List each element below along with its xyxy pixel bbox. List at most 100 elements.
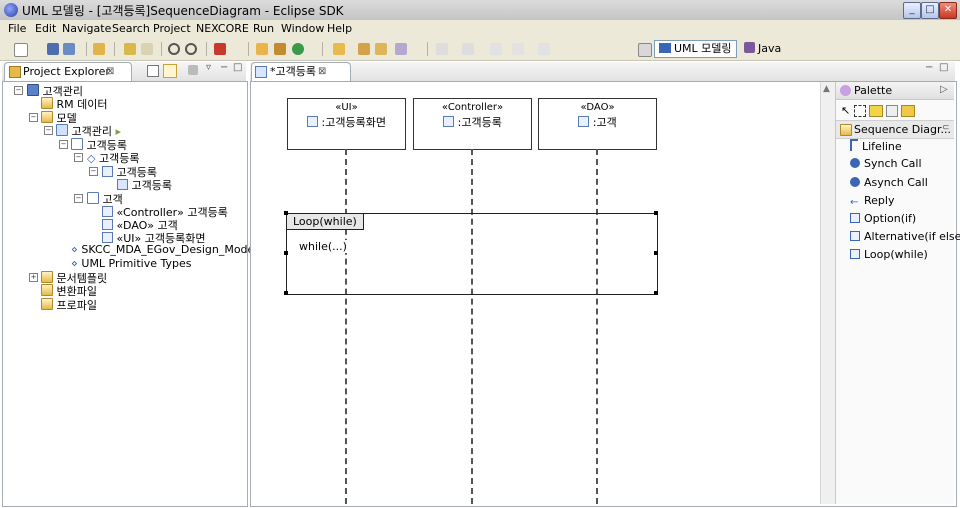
collapse-icon[interactable]: − bbox=[29, 113, 38, 122]
menu-nexcore[interactable]: NEXCORE bbox=[196, 22, 249, 35]
maximize-view-icon[interactable]: □ bbox=[233, 62, 243, 73]
zoom-out-icon[interactable] bbox=[185, 43, 197, 55]
tree-item[interactable]: 모델 bbox=[41, 110, 77, 126]
pin-icon[interactable]: ⊂ bbox=[942, 123, 950, 133]
collapse-all-icon[interactable] bbox=[147, 65, 159, 77]
lifeline-ui[interactable]: «UI» :고객등록화면 bbox=[287, 98, 406, 150]
vertical-scrollbar[interactable]: ▲ bbox=[820, 82, 835, 504]
attach-tool-icon[interactable] bbox=[901, 105, 915, 117]
link-editor-icon[interactable] bbox=[163, 64, 177, 78]
resize-handle[interactable] bbox=[654, 291, 658, 295]
scroll-up-icon[interactable]: ▲ bbox=[823, 84, 830, 94]
tree-item[interactable]: 고객 bbox=[87, 191, 123, 207]
zoom-in-icon[interactable] bbox=[168, 43, 180, 55]
search-icon[interactable] bbox=[395, 43, 407, 55]
expand-icon[interactable]: + bbox=[29, 273, 38, 282]
tree-item[interactable]: «DAO» 고객 bbox=[102, 217, 178, 233]
menu-file[interactable]: File bbox=[8, 22, 27, 35]
tab-sequence-diagram[interactable]: *고객등록 ⊠ bbox=[251, 62, 351, 81]
palette-item-lifeline[interactable]: Lifeline bbox=[850, 139, 902, 153]
debug-icon[interactable] bbox=[214, 43, 226, 55]
menu-help[interactable]: Help bbox=[327, 22, 353, 35]
select-tool-icon[interactable]: ↖ bbox=[841, 104, 851, 117]
palette-item-reply[interactable]: ←Reply bbox=[850, 194, 895, 208]
tree-item[interactable]: 고객관리 bbox=[27, 83, 83, 99]
next-annotation-icon[interactable] bbox=[462, 43, 474, 55]
perspective-uml[interactable]: UML 모델링 bbox=[654, 40, 737, 58]
lifeline-controller[interactable]: «Controller» :고객등록 bbox=[413, 98, 532, 150]
open-perspective-icon[interactable] bbox=[638, 43, 652, 57]
perspective-java[interactable]: Java bbox=[744, 42, 781, 55]
folder-icon[interactable] bbox=[375, 43, 387, 55]
tree-item[interactable]: 고객관리 ▸ bbox=[56, 123, 121, 139]
tree-item[interactable]: ⋄ SKCC_MDA_EGov_Design_Model bbox=[71, 243, 258, 256]
save-icon[interactable] bbox=[47, 43, 59, 55]
check-icon[interactable] bbox=[124, 43, 136, 55]
loop-fragment[interactable]: Loop(while) while(...) bbox=[286, 213, 658, 295]
last-edit-icon[interactable] bbox=[538, 43, 550, 55]
resize-handle[interactable] bbox=[654, 251, 658, 255]
lock-icon[interactable] bbox=[93, 43, 105, 55]
menu-window[interactable]: Window bbox=[281, 22, 325, 35]
menu-run[interactable]: Run bbox=[253, 22, 275, 35]
menu-edit[interactable]: Edit bbox=[35, 22, 57, 35]
view-menu-icon[interactable] bbox=[188, 65, 198, 75]
resize-handle[interactable] bbox=[284, 251, 288, 255]
new-icon[interactable] bbox=[14, 43, 28, 57]
palette-item-alternative[interactable]: Alternative(if else) bbox=[850, 230, 960, 243]
run-icon[interactable] bbox=[292, 43, 304, 55]
collapse-icon[interactable]: − bbox=[44, 126, 53, 135]
collapse-icon[interactable]: − bbox=[59, 140, 68, 149]
annotation-icon[interactable] bbox=[436, 43, 448, 55]
close-button[interactable]: ✕ bbox=[939, 2, 957, 19]
close-tab-icon[interactable]: ⊠ bbox=[106, 66, 115, 77]
text-tool-icon[interactable] bbox=[886, 105, 898, 117]
tree-item[interactable]: 변환파일 bbox=[41, 283, 97, 299]
forward-icon[interactable] bbox=[512, 43, 524, 55]
tree-item[interactable]: «Controller» 고객등록 bbox=[102, 204, 228, 220]
palette-drawer[interactable]: Sequence Diagr... ⊂ bbox=[836, 120, 954, 139]
tree-item[interactable]: «UI» 고객등록화면 bbox=[102, 230, 205, 246]
resize-handle[interactable] bbox=[284, 211, 288, 215]
tree-item[interactable]: 고객등록 bbox=[102, 164, 157, 180]
minimize-view-icon[interactable]: − bbox=[925, 62, 934, 73]
note-tool-icon[interactable] bbox=[869, 105, 883, 117]
minimize-button[interactable]: _ bbox=[903, 2, 921, 19]
lifeline-dao[interactable]: «DAO» :고객 bbox=[538, 98, 657, 150]
resize-handle[interactable] bbox=[284, 291, 288, 295]
menu-project[interactable]: Project bbox=[153, 22, 191, 35]
tree-item[interactable]: RM 데이터 bbox=[41, 96, 108, 112]
back-icon[interactable] bbox=[490, 43, 502, 55]
tree-item[interactable]: ◇ 고객등록 bbox=[87, 152, 140, 165]
tools-icon[interactable] bbox=[274, 43, 286, 55]
collapse-icon[interactable]: − bbox=[14, 86, 23, 95]
palette-item-asynch-call[interactable]: Asynch Call bbox=[850, 176, 928, 189]
tree-item[interactable]: 고객등록 bbox=[71, 137, 127, 153]
menu-search[interactable]: Search bbox=[112, 22, 150, 35]
palette-item-loop[interactable]: Loop(while) bbox=[850, 248, 928, 261]
palette-item-option[interactable]: Option(if) bbox=[850, 212, 916, 225]
tree-item[interactable]: 프로파일 bbox=[41, 297, 97, 313]
minimize-view-icon[interactable]: − bbox=[220, 62, 229, 73]
run-config-icon[interactable] bbox=[256, 43, 268, 55]
marquee-tool-icon[interactable] bbox=[854, 105, 866, 117]
maximize-view-icon[interactable]: □ bbox=[939, 62, 949, 73]
tree-item[interactable]: 고객등록 bbox=[117, 177, 172, 193]
menu-navigate[interactable]: Navigate bbox=[62, 22, 112, 35]
tab-project-explorer[interactable]: Project Explorer ⊠ bbox=[4, 62, 132, 81]
open-folder-icon[interactable] bbox=[358, 43, 370, 55]
resize-handle[interactable] bbox=[654, 211, 658, 215]
maximize-button[interactable]: □ bbox=[921, 2, 939, 19]
open-type-icon[interactable] bbox=[333, 43, 345, 55]
collapse-icon[interactable]: − bbox=[74, 194, 83, 203]
close-tab-icon[interactable]: ⊠ bbox=[318, 66, 327, 77]
chevron-down-icon[interactable]: ▿ bbox=[206, 62, 212, 73]
palette-item-synch-call[interactable]: Synch Call bbox=[850, 157, 922, 170]
collapse-icon[interactable]: − bbox=[89, 167, 98, 176]
collapse-icon[interactable]: − bbox=[74, 153, 83, 162]
print-icon[interactable] bbox=[63, 43, 75, 55]
tree-item[interactable]: ⋄ UML Primitive Types bbox=[71, 257, 192, 270]
collapse-palette-icon[interactable]: ▷ bbox=[940, 84, 948, 95]
tree-item[interactable]: 문서템플릿 bbox=[41, 270, 107, 286]
tag-icon[interactable] bbox=[141, 43, 153, 55]
